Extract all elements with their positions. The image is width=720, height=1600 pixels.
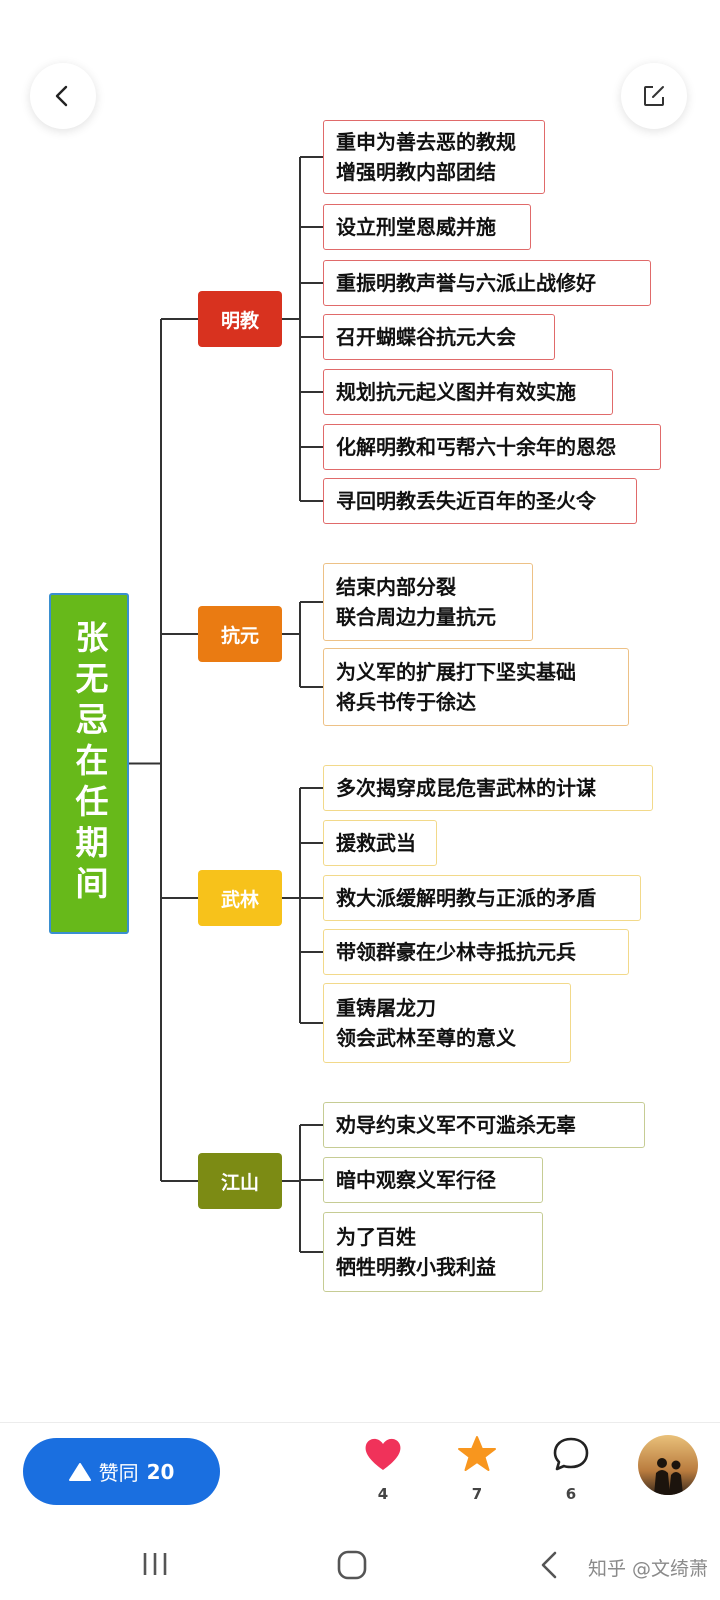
leaf-line: 规划抗元起义图并有效实施 — [336, 380, 576, 404]
back-chevron-icon — [55, 85, 68, 107]
leaf-node: 重申为善去恶的教规 增强明教内部团结 — [323, 120, 545, 194]
category-label: 江山 — [220, 1171, 259, 1194]
avatar-image — [638, 1435, 698, 1495]
connector-lines — [129, 156, 323, 1253]
leaf-line: 重振明教声誉与六派止战修好 — [336, 271, 596, 295]
category-mingjiao: 明教 — [198, 291, 282, 347]
home-icon — [337, 1550, 367, 1580]
root-label: 张无忌在任期间 — [70, 620, 109, 907]
leaf-line: 领会武林至尊的意义 — [336, 1026, 516, 1050]
edit-button[interactable] — [621, 63, 687, 129]
leaf-node: 带领群豪在少林寺抵抗元兵 — [323, 929, 629, 975]
category-label: 抗元 — [220, 624, 259, 647]
leaf-line: 增强明教内部团结 — [336, 160, 496, 184]
comment-icon — [553, 1437, 589, 1471]
favorite-count: 7 — [471, 1485, 483, 1503]
category-wulin: 武林 — [198, 870, 282, 926]
leaf-line: 暗中观察义军行径 — [336, 1168, 496, 1192]
like-button[interactable]: 4 — [353, 1435, 413, 1503]
category-label: 武林 — [220, 888, 259, 911]
leaf-node: 结束内部分裂 联合周边力量抗元 — [323, 563, 533, 641]
leaf-line: 为了百姓 — [336, 1225, 416, 1249]
system-back-button[interactable] — [538, 1550, 560, 1584]
leaf-node: 规划抗元起义图并有效实施 — [323, 369, 613, 415]
system-navigation-bar: 知乎 @文绮萧 — [0, 1532, 720, 1600]
leaf-line: 联合周边力量抗元 — [336, 605, 496, 629]
category-jiangshan: 江山 — [198, 1153, 282, 1209]
bottom-action-bar: 赞同 20 4 7 6 — [0, 1422, 720, 1532]
leaf-line: 多次揭穿成昆危害武林的计谋 — [336, 776, 596, 800]
leaf-node: 设立刑堂恩威并施 — [323, 204, 531, 250]
leaf-node: 救大派缓解明教与正派的矛盾 — [323, 875, 641, 921]
leaf-line: 设立刑堂恩威并施 — [336, 215, 496, 239]
recent-apps-icon — [143, 1553, 167, 1575]
leaf-node: 重铸屠龙刀 领会武林至尊的意义 — [323, 983, 571, 1063]
leaf-line: 结束内部分裂 — [336, 575, 456, 599]
leaf-line: 援救武当 — [336, 831, 416, 855]
root-node: 张无忌在任期间 — [49, 593, 129, 934]
leaf-node: 多次揭穿成昆危害武林的计谋 — [323, 765, 653, 811]
comment-button[interactable]: 6 — [541, 1435, 601, 1503]
leaf-line: 救大派缓解明教与正派的矛盾 — [336, 886, 596, 910]
home-button[interactable] — [336, 1550, 368, 1584]
recent-apps-button[interactable] — [140, 1550, 170, 1582]
category-kangyuan: 抗元 — [198, 606, 282, 662]
heart-icon — [365, 1438, 401, 1470]
leaf-line: 带领群豪在少林寺抵抗元兵 — [336, 940, 576, 964]
category-label: 明教 — [220, 309, 259, 332]
watermark: 知乎 @文绮萧 — [587, 1558, 708, 1580]
mind-map: 张无忌在任期间 明教 抗元 武林 江山 重申为善去恶的教规 增强明教内部团结 设… — [49, 120, 661, 1292]
author-avatar[interactable] — [638, 1435, 698, 1495]
star-icon — [458, 1436, 496, 1471]
leaf-node: 化解明教和丐帮六十余年的恩怨 — [323, 424, 661, 470]
leaf-node: 召开蝴蝶谷抗元大会 — [323, 314, 555, 360]
like-count: 4 — [377, 1485, 389, 1503]
leaf-line: 重铸屠龙刀 — [336, 996, 436, 1020]
leaf-line: 召开蝴蝶谷抗元大会 — [336, 325, 516, 349]
leaf-node: 援救武当 — [323, 820, 437, 866]
leaf-line: 重申为善去恶的教规 — [336, 130, 516, 154]
favorite-button[interactable]: 7 — [447, 1435, 507, 1503]
leaf-node: 寻回明教丢失近百年的圣火令 — [323, 478, 637, 524]
leaf-line: 为义军的扩展打下坚实基础 — [336, 660, 576, 684]
leaf-node: 为了百姓 牺牲明教小我利益 — [323, 1212, 543, 1292]
leaf-line: 将兵书传于徐达 — [336, 690, 476, 714]
leaf-node: 暗中观察义军行径 — [323, 1157, 543, 1203]
leaf-node: 重振明教声誉与六派止战修好 — [323, 260, 651, 306]
agree-label: 赞同 — [98, 1461, 139, 1485]
leaf-line: 劝导约束义军不可滥杀无辜 — [336, 1113, 576, 1137]
leaf-line: 牺牲明教小我利益 — [336, 1255, 496, 1279]
agree-button[interactable]: 赞同 20 — [23, 1438, 220, 1505]
triangle-up-icon — [68, 1462, 91, 1481]
leaf-node: 为义军的扩展打下坚实基础 将兵书传于徐达 — [323, 648, 629, 726]
comment-count: 6 — [565, 1485, 577, 1503]
edit-icon — [644, 86, 664, 106]
leaf-node: 劝导约束义军不可滥杀无辜 — [323, 1102, 645, 1148]
leaf-line: 化解明教和丐帮六十余年的恩怨 — [336, 435, 616, 459]
back-icon — [541, 1551, 557, 1579]
leaf-line: 寻回明教丢失近百年的圣火令 — [336, 489, 596, 513]
back-button[interactable] — [30, 63, 96, 129]
agree-count: 20 — [146, 1459, 175, 1484]
